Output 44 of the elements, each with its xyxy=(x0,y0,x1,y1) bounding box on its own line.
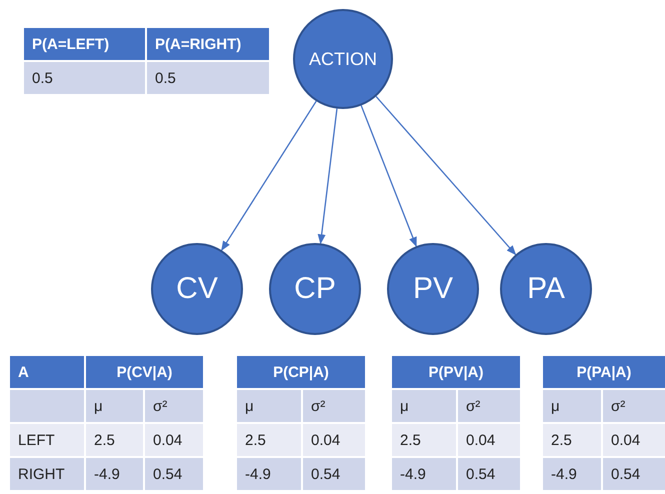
table-cell: -4.9 xyxy=(543,458,601,490)
table-cell: 2.5 xyxy=(237,424,301,456)
table-cell: 2.5 xyxy=(543,424,601,456)
table-cell: 2.5 xyxy=(392,424,456,456)
table-cell: -4.9 xyxy=(237,458,301,490)
header-cell: P(A=LEFT) xyxy=(24,28,145,60)
table-cell: 0.5 xyxy=(24,62,145,94)
table-cell: 0.04 xyxy=(145,424,203,456)
header-cell: P(PA|A) xyxy=(543,356,665,388)
table-cell: 0.04 xyxy=(603,424,665,456)
table-cell: 0.5 xyxy=(147,62,269,94)
table-cell: 0.54 xyxy=(303,458,365,490)
node-label: PV xyxy=(412,272,454,306)
table-cell: RIGHT xyxy=(10,458,84,490)
table-cell: 2.5 xyxy=(86,424,143,456)
arrow xyxy=(221,100,317,251)
table-cell: -4.9 xyxy=(86,458,143,490)
arrow xyxy=(360,105,417,248)
table-cell: -4.9 xyxy=(392,458,456,490)
table-cell: μ xyxy=(237,390,301,422)
table-cell: σ² xyxy=(603,390,665,422)
table-cell: 0.54 xyxy=(458,458,520,490)
node-label: CP xyxy=(294,272,336,306)
table-cell: 0.04 xyxy=(458,424,520,456)
header-cell: P(PV|A) xyxy=(392,356,520,388)
table-cell: 0.04 xyxy=(303,424,365,456)
table-cell: 0.54 xyxy=(603,458,665,490)
table-cell: LEFT xyxy=(10,424,84,456)
table-cell: 0.54 xyxy=(145,458,203,490)
table-cell: μ xyxy=(86,390,143,422)
header-cell: A xyxy=(10,356,84,388)
node-label: CV xyxy=(176,272,218,306)
header-cell: P(A=RIGHT) xyxy=(147,28,269,60)
table-cell: σ² xyxy=(145,390,203,422)
table-cell: σ² xyxy=(458,390,520,422)
arrow xyxy=(376,96,516,256)
arrow xyxy=(318,108,338,244)
header-cell: P(CV|A) xyxy=(86,356,203,388)
table-cell: μ xyxy=(392,390,456,422)
table-cell: μ xyxy=(543,390,601,422)
header-cell: P(CP|A) xyxy=(237,356,365,388)
table-cell: σ² xyxy=(303,390,365,422)
node-label: PA xyxy=(527,272,565,306)
node-label: ACTION xyxy=(308,48,377,70)
